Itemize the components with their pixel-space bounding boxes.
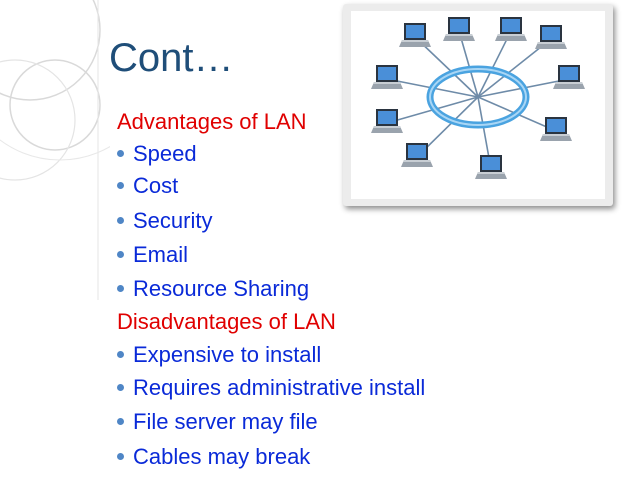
lan-diagram bbox=[343, 4, 613, 206]
bullet-icon bbox=[117, 217, 124, 224]
list-item-text: Cables may break bbox=[133, 444, 311, 469]
bullet-icon bbox=[117, 285, 124, 292]
list-item: Resource Sharing bbox=[117, 276, 309, 302]
bullet-icon bbox=[117, 182, 124, 189]
list-item: Expensive to install bbox=[117, 342, 321, 368]
bullet-icon bbox=[117, 418, 124, 425]
list-item-text: Security bbox=[133, 208, 213, 233]
list-item: Speed bbox=[117, 141, 197, 167]
list-item-text: Email bbox=[133, 242, 189, 267]
list-item: Security bbox=[117, 208, 212, 234]
bullet-icon bbox=[117, 384, 124, 391]
advantages-heading: Advantages of LAN bbox=[117, 109, 307, 134]
bullet-icon bbox=[117, 251, 124, 258]
slide-title: Cont… bbox=[109, 36, 234, 80]
list-item-text: Requires administrative install bbox=[133, 375, 426, 400]
list-item: Email bbox=[117, 242, 188, 268]
list-item: Requires administrative install bbox=[117, 375, 425, 401]
list-item-text: Cost bbox=[133, 173, 179, 198]
list-item: File server may file bbox=[117, 409, 318, 435]
bullet-icon bbox=[117, 351, 124, 358]
lan-ring-network-icon bbox=[371, 17, 585, 179]
list-item: Cables may break bbox=[117, 444, 310, 470]
list-item-text: File server may file bbox=[133, 409, 318, 434]
bullet-icon bbox=[117, 453, 124, 460]
decorative-circles bbox=[0, 0, 110, 300]
list-item-text: Expensive to install bbox=[133, 342, 322, 367]
bullet-icon bbox=[117, 150, 124, 157]
list-item-text: Speed bbox=[133, 141, 197, 166]
list-item-text: Resource Sharing bbox=[133, 276, 310, 301]
disadvantages-heading: Disadvantages of LAN bbox=[117, 309, 336, 334]
list-item: Cost bbox=[117, 173, 178, 199]
